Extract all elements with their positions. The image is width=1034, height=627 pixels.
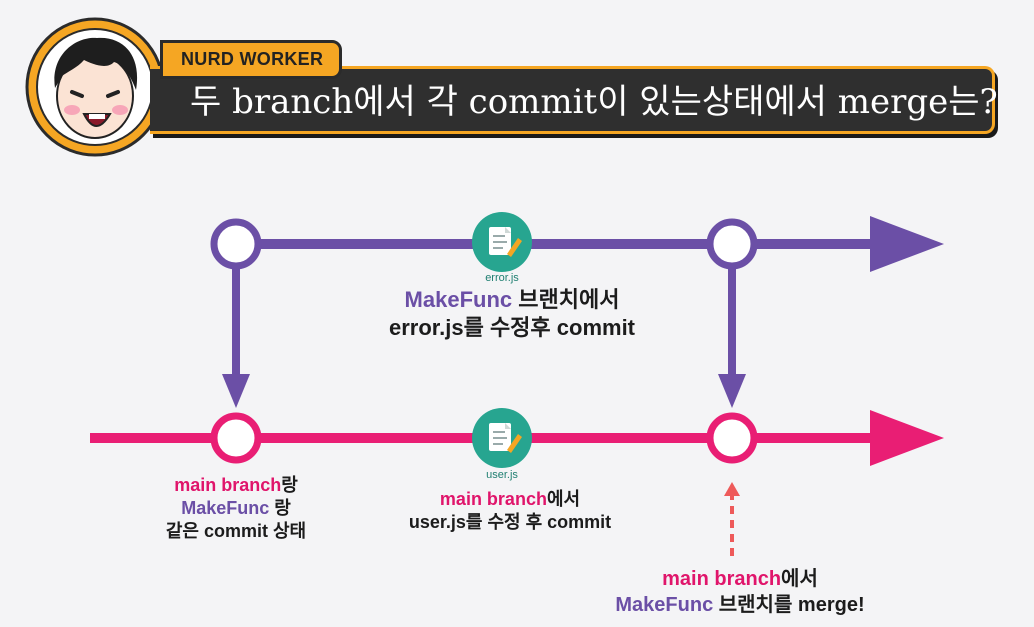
makefunc-arrow-head [870, 216, 944, 272]
page-title: 두 branch에서 각 commit이 있는상태에서 merge는? [190, 82, 998, 122]
makefunc-commit-node-start [210, 218, 262, 270]
makefunc-commit-label: MakeFunc 브랜치에서 error.js를 수정후 commit [388, 287, 636, 340]
main-arrow-head [870, 410, 944, 466]
branch-off-arrow [222, 374, 250, 408]
brand-tag: NURD WORKER [160, 40, 343, 79]
main-commit-node-start [210, 412, 262, 464]
merge-pointer-arrow [724, 482, 740, 496]
user-file-icon [472, 408, 532, 468]
error-file-caption: error.js [485, 272, 519, 284]
user-file-caption: user.js [486, 469, 518, 481]
error-file-icon [472, 212, 532, 272]
main-merge-node [706, 412, 758, 464]
main-commit-label: main branch에서 user.js를 수정 후 commit [408, 489, 612, 532]
makefunc-commit-node-end [706, 218, 758, 270]
merge-label: main branch에서 MakeFunc 브랜치를 merge! [615, 568, 865, 616]
merge-arrow [718, 374, 746, 408]
same-state-label: main branch랑 MakeFunc 랑 같은 commit 상태 [165, 475, 307, 541]
